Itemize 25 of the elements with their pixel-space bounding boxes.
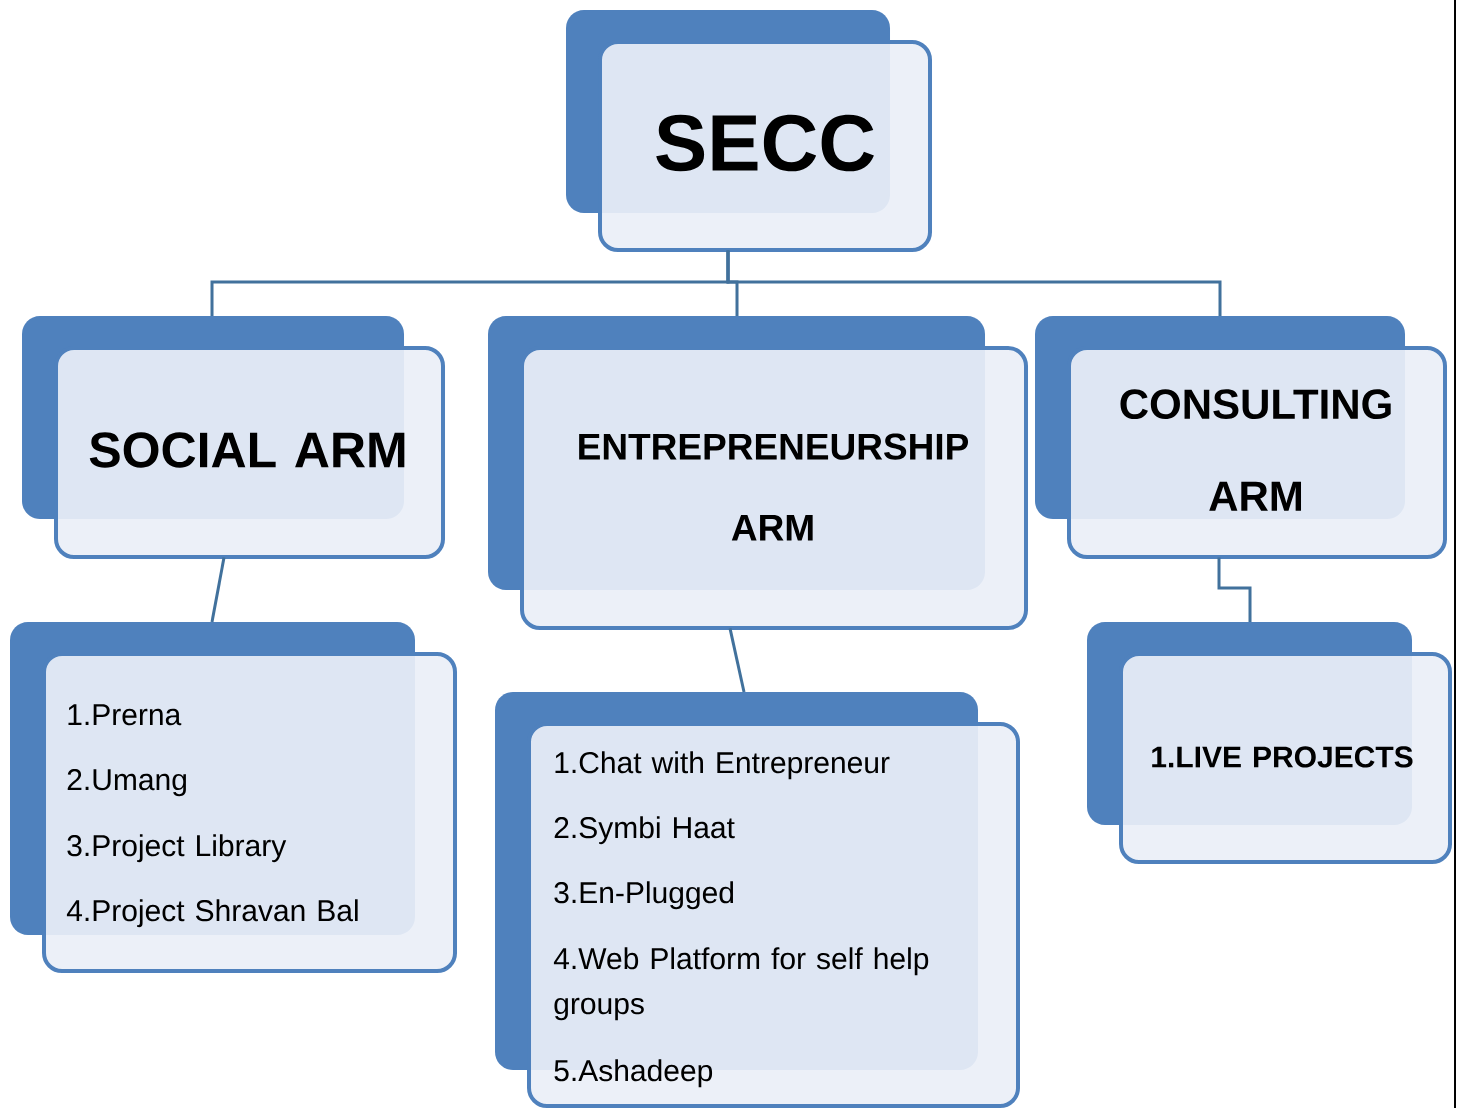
box-title: SECC [656, 114, 874, 172]
box-title: SOCIAL ARM [89, 432, 405, 468]
heading-box [1035, 316, 1447, 559]
list-item: 2.Umang [67, 769, 186, 797]
heading-box [22, 316, 445, 559]
box-title: CONSULTING ARM [1120, 389, 1391, 511]
heading-box [488, 316, 1028, 630]
list-item: 5.Ashadeep [554, 1059, 713, 1088]
list-item: 3.En-Plugged [554, 881, 734, 910]
list-box [495, 692, 1020, 1108]
list-item: 4.Web Platform for self help groups [553, 947, 929, 1021]
connector [210, 557, 226, 623]
connector [1217, 557, 1252, 622]
connector [726, 250, 1222, 316]
list-item: 3.Project Library [67, 834, 287, 863]
box-title: 1.LIVE PROJECTS [1152, 746, 1413, 768]
list-item: 4.Project Shravan Bal [66, 899, 358, 928]
list-item: 2.Symbi Haat [554, 816, 735, 845]
heading-box [566, 10, 932, 252]
connector [728, 628, 746, 693]
heading-box [1087, 622, 1452, 864]
list-item: 1.Chat with Entrepreneur [555, 751, 890, 780]
list-box [10, 622, 457, 973]
box-title: ENTREPRENEURSHIP ARM [579, 433, 969, 541]
list-item: 1.Prerna [68, 704, 182, 726]
